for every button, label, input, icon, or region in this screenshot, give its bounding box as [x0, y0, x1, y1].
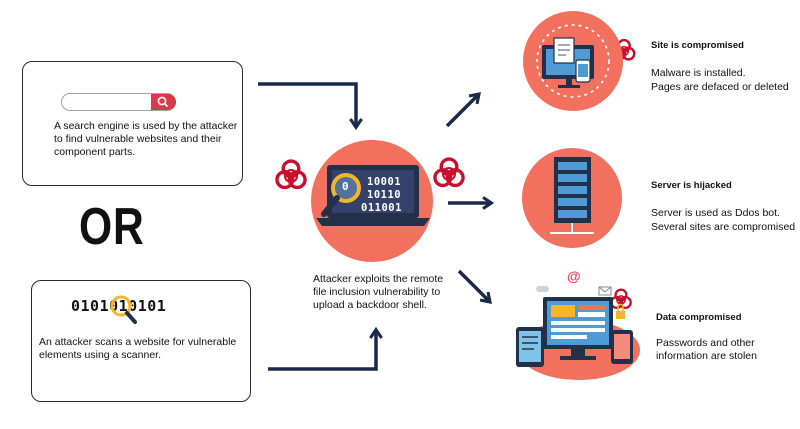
outcome-line-data-1: Passwords and other [656, 337, 755, 349]
outcome-title-server: Server is hijacked [651, 180, 732, 191]
arrow-to-data [457, 269, 492, 304]
laptop-icon [316, 165, 430, 226]
center-magnifier-icon [321, 173, 361, 217]
scanner-magnifier-icon [110, 295, 137, 324]
lens-digit: 0 [342, 180, 349, 193]
or-label: OR [79, 198, 145, 256]
outcome-line-site-2: Pages are defaced or deleted [651, 81, 789, 93]
cloud-icon [536, 286, 549, 292]
outcome-title-data: Data compromised [656, 312, 742, 323]
screen-binary-1: 10001 [367, 176, 402, 188]
phone-icon [575, 59, 591, 83]
search-button[interactable] [151, 94, 176, 110]
arrow-scanner-to-center [268, 326, 383, 371]
tablet-icon [516, 327, 544, 367]
scanner-binary: 0101010101 [71, 297, 167, 315]
server-rack-icon [550, 157, 594, 234]
outcome-line-server-1: Server is used as Ddos bot. [651, 207, 780, 219]
document-icon [553, 37, 575, 64]
outcome-title-site: Site is compromised [651, 40, 744, 51]
search-icon [157, 96, 169, 108]
screen-binary-3: 011001 [361, 202, 402, 214]
outcome-line-site-1: Malware is installed. [651, 67, 746, 79]
phone-icon [611, 330, 633, 364]
desktop-monitor-icon [543, 297, 613, 360]
screen-binary-2: 10110 [367, 189, 402, 201]
arrow-to-site [445, 92, 481, 128]
at-sign-icon: @ [567, 268, 581, 284]
outcome-line-data-2: information are stolen [656, 350, 757, 362]
search-engine-card: A search engine is used by the attacker … [22, 61, 243, 186]
outcome-line-server-2: Several sites are compromised [651, 221, 796, 233]
scanner-description: An attacker scans a website for vulnerab… [39, 336, 237, 361]
mail-icon [598, 286, 612, 296]
lock-icon [616, 303, 625, 319]
search-description: A search engine is used by the attacker … [54, 120, 238, 158]
scanner-card: 0101010101 An attacker scans a website f… [31, 280, 251, 402]
arrow-search-to-center [258, 82, 363, 131]
center-caption: Attacker exploits the remote file inclus… [313, 273, 444, 311]
